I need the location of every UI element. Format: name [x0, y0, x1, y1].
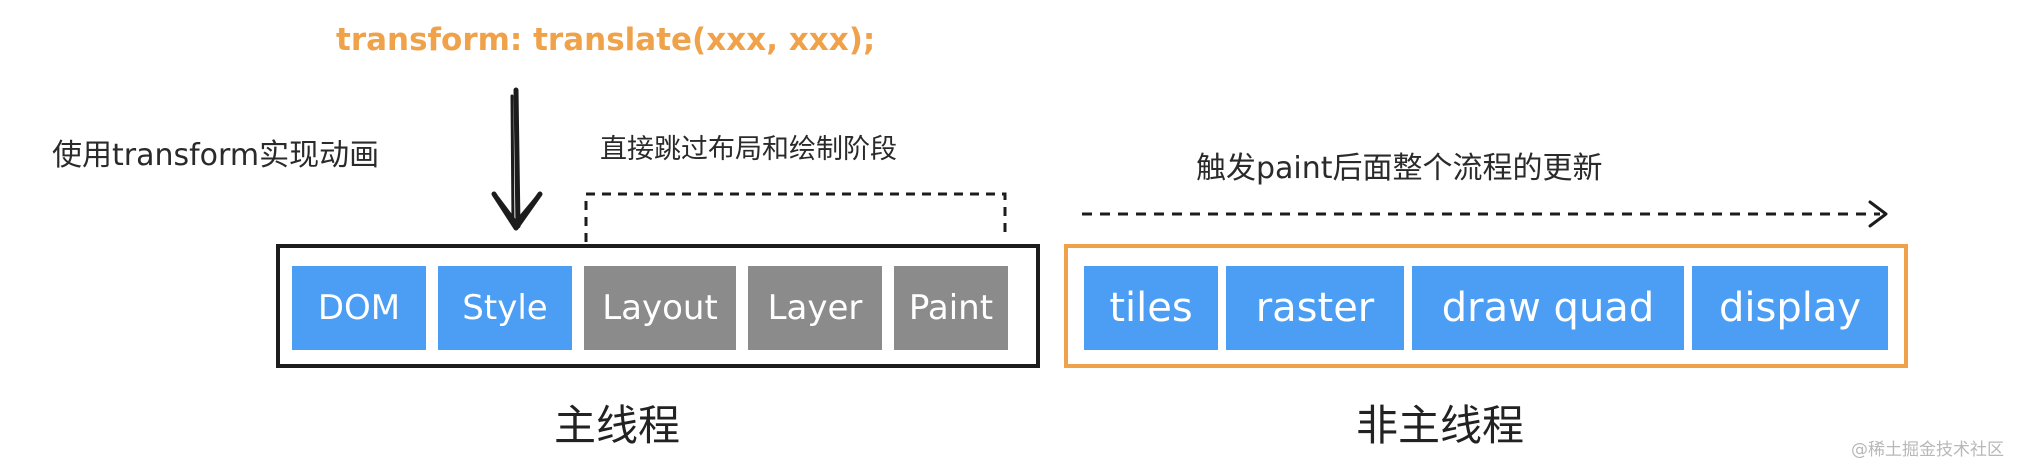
step-raster: raster	[1226, 266, 1404, 350]
step-layer: Layer	[748, 266, 882, 350]
main-thread-label: 主线程	[554, 401, 681, 450]
non-main-thread-label: 非主线程	[1356, 401, 1525, 450]
step-style: Style	[438, 266, 572, 350]
watermark: @稀土掘金技术社区	[1851, 440, 2004, 460]
down-arrow-icon	[491, 87, 543, 231]
note-skip-layout-paint: 直接跳过布局和绘制阶段	[600, 134, 897, 165]
skip-bracket	[584, 192, 1007, 242]
step-layout: Layout	[584, 266, 736, 350]
code-annotation: transform: translate(xxx, xxx);	[336, 22, 876, 58]
step-tiles: tiles	[1084, 266, 1218, 350]
dashed-right-arrow-icon	[1082, 200, 1888, 228]
step-dom: DOM	[292, 266, 426, 350]
non-main-thread-frame	[1064, 244, 1908, 368]
note-trigger-after-paint: 触发paint后面整个流程的更新	[1196, 151, 1603, 186]
note-transform-animation: 使用transform实现动画	[52, 138, 380, 173]
step-display: display	[1692, 266, 1888, 350]
main-thread-frame	[276, 244, 1040, 368]
step-draw-quad: draw quad	[1412, 266, 1684, 350]
step-paint: Paint	[894, 266, 1008, 350]
